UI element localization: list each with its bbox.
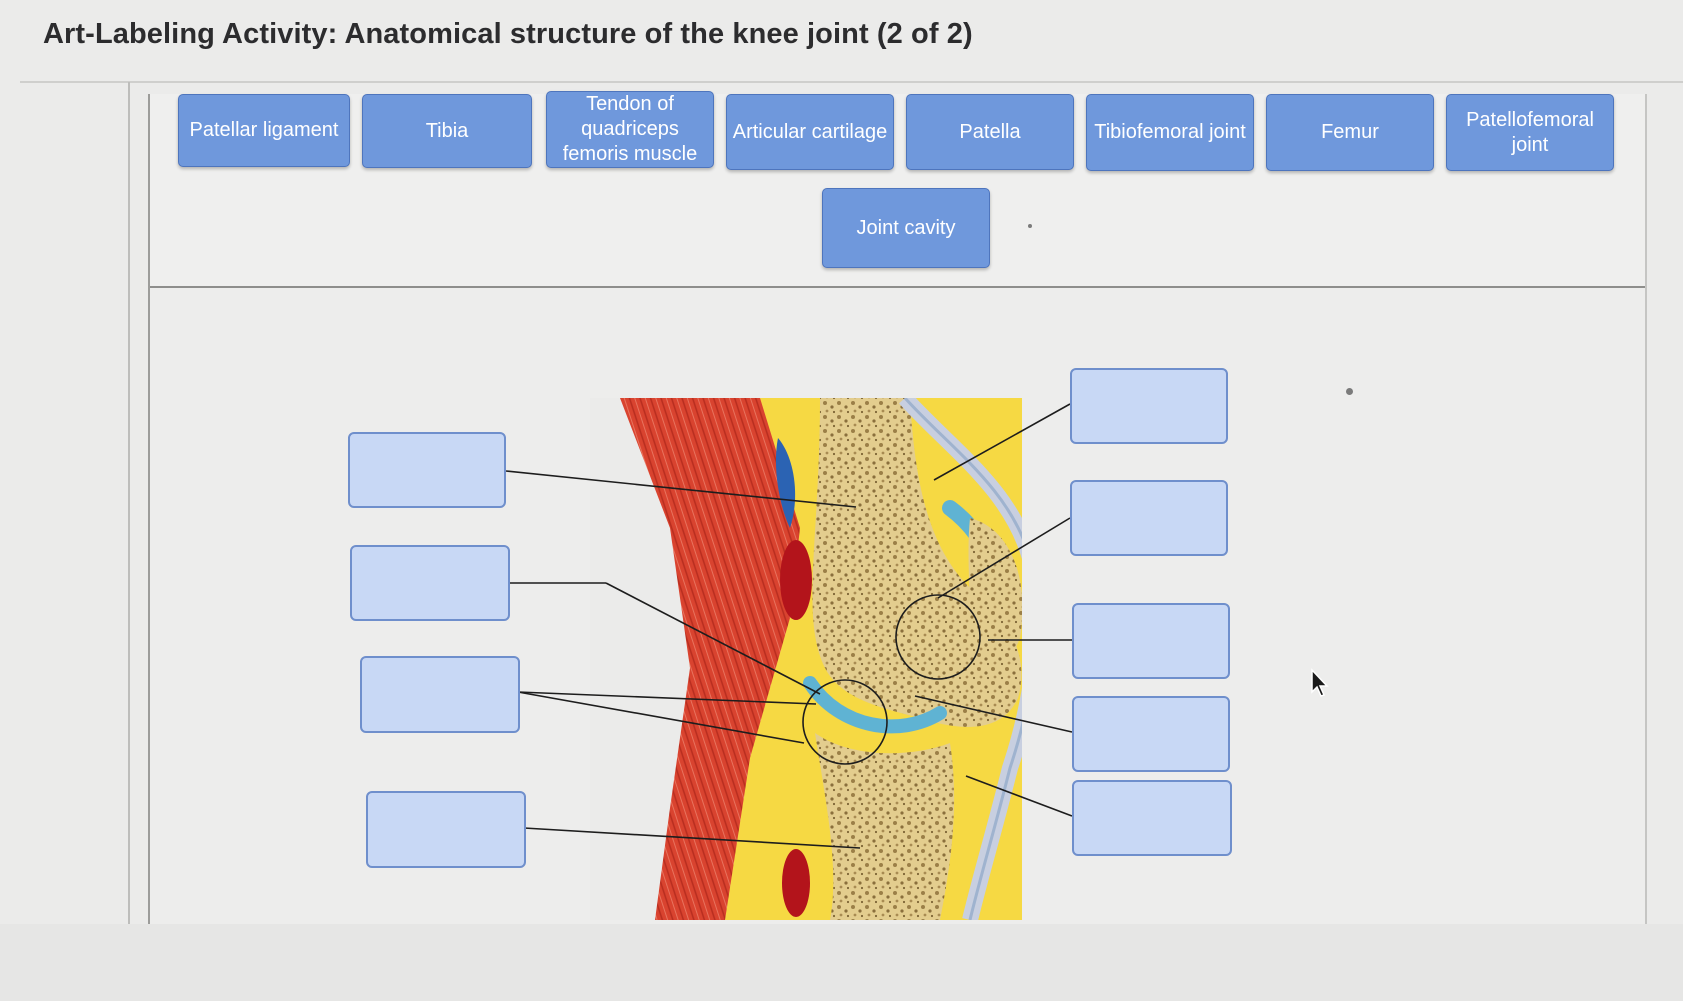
label-chip-tibiofemoral-joint[interactable]: Tibiofemoral joint <box>1086 94 1254 171</box>
anatomy-art <box>590 398 1022 920</box>
drop-zone-right-4[interactable] <box>1072 696 1230 772</box>
label-chip-tendon-quadriceps[interactable]: Tendon of quadriceps femoris muscle <box>546 91 714 168</box>
label-chip-patella[interactable]: Patella <box>906 94 1074 170</box>
drop-zone-right-2[interactable] <box>1070 480 1228 556</box>
label-chip-tibia[interactable]: Tibia <box>362 94 532 168</box>
drop-zone-right-1[interactable] <box>1070 368 1228 444</box>
stray-dot <box>1028 224 1032 228</box>
mouse-pointer-icon <box>1311 668 1329 697</box>
drop-zone-left-3[interactable] <box>360 656 520 733</box>
knee-joint-illustration <box>505 398 1073 920</box>
drop-zone-left-4[interactable] <box>366 791 526 868</box>
labeling-workspace: Patellar ligament Tibia Tendon of quadri… <box>148 91 1647 924</box>
stray-dot <box>1346 388 1353 395</box>
drop-zone-left-2[interactable] <box>350 545 510 621</box>
label-chip-femur[interactable]: Femur <box>1266 94 1434 171</box>
knee-diagram-area <box>150 288 1645 924</box>
label-chip-patellar-ligament[interactable]: Patellar ligament <box>178 94 350 167</box>
page-bottom-area <box>0 924 1683 1001</box>
page-title: Art-Labeling Activity: Anatomical struct… <box>43 18 973 50</box>
title-divider <box>20 81 1683 83</box>
leader-lines <box>505 403 1073 849</box>
panel-left-border <box>128 82 130 924</box>
drop-zone-right-3[interactable] <box>1072 603 1230 679</box>
tibiofemoral-circle <box>802 679 888 765</box>
label-chip-joint-cavity[interactable]: Joint cavity <box>822 188 990 268</box>
drop-zone-left-1[interactable] <box>348 432 506 508</box>
drop-zone-right-5[interactable] <box>1072 780 1232 856</box>
label-bank: Patellar ligament Tibia Tendon of quadri… <box>150 91 1645 288</box>
label-chip-patellofemoral-joint[interactable]: Patellofemoral joint <box>1446 94 1614 171</box>
label-chip-articular-cartilage[interactable]: Articular cartilage <box>726 94 894 170</box>
patellofemoral-circle <box>895 594 981 680</box>
